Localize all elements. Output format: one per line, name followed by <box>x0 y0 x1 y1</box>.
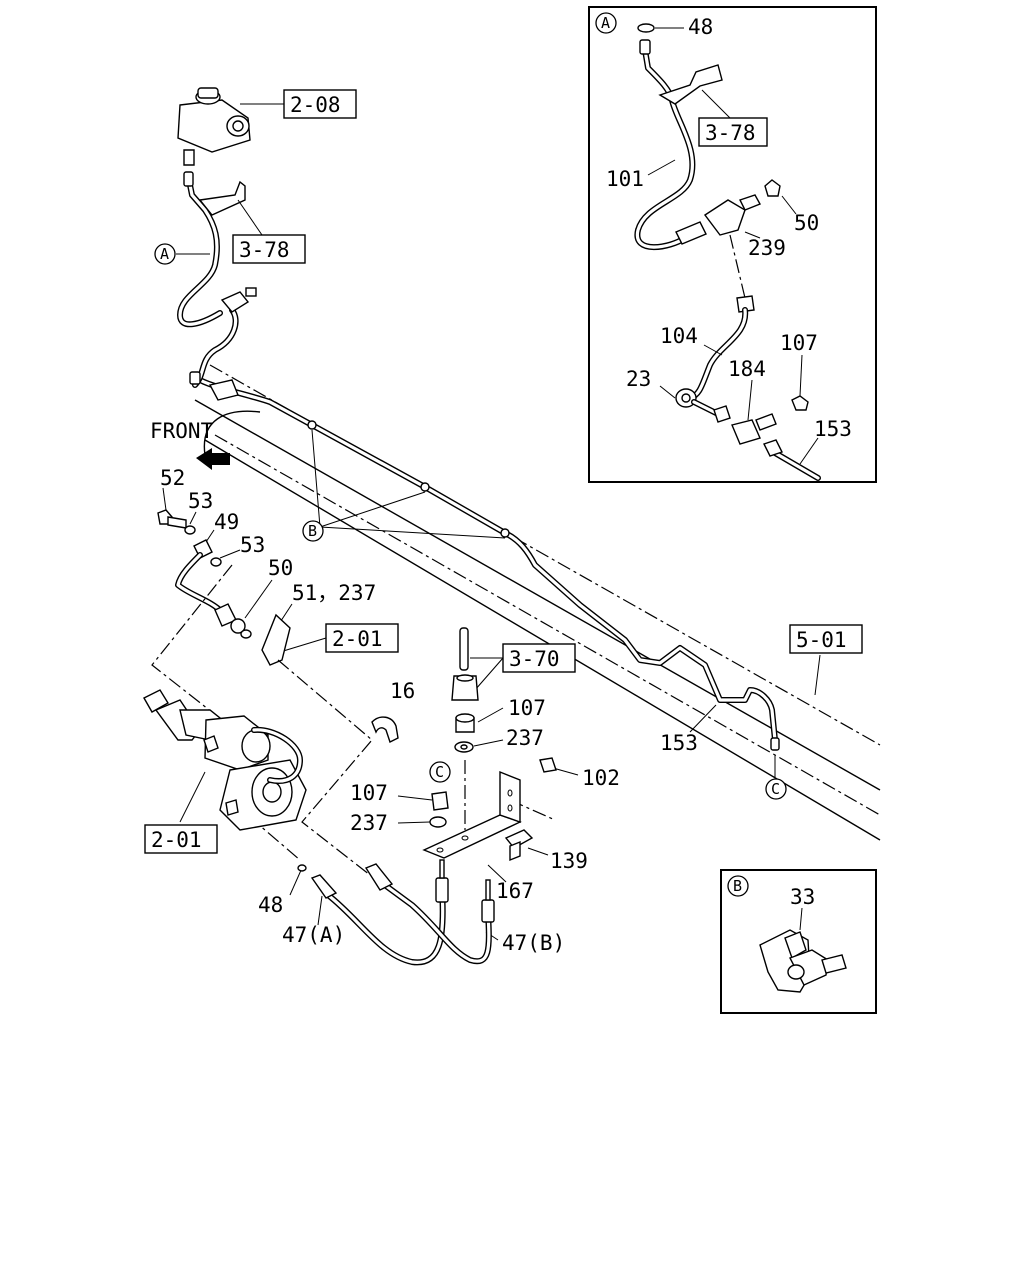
inset-part-104: 104 <box>660 324 698 348</box>
part-51-237: 51，237 <box>292 581 376 605</box>
leader-lines <box>162 103 821 941</box>
ref-3-70: 3-70 <box>509 647 560 671</box>
front-indicator: FRONT <box>150 419 230 470</box>
ref-3-78-main: 3-78 <box>239 238 290 262</box>
clutch-reservoir <box>177 87 251 166</box>
inset-part-50: 50 <box>794 211 819 235</box>
callout-b-main: B <box>302 520 324 542</box>
part-107-a: 107 <box>508 696 546 720</box>
part-16: 16 <box>390 679 415 703</box>
brake-line-main <box>197 377 780 751</box>
front-arrow-icon <box>196 448 230 470</box>
part-48: 48 <box>258 893 283 917</box>
bracket-167 <box>422 757 557 862</box>
clip-16 <box>371 716 399 743</box>
fitting-stack <box>157 509 291 666</box>
callout-c-frame: C <box>765 778 787 800</box>
callout-a-main: A <box>154 243 176 265</box>
part-107-b: 107 <box>350 781 388 805</box>
svg-text:B: B <box>733 877 742 895</box>
part-47a: 47(A) <box>282 923 345 947</box>
inset-part-107: 107 <box>780 331 818 355</box>
ref-2-08: 2-08 <box>290 93 341 117</box>
inset-part-33: 33 <box>790 885 815 909</box>
part-237-a: 237 <box>506 726 544 750</box>
pin-stack <box>451 627 479 753</box>
part-237-b: 237 <box>350 811 388 835</box>
svg-text:A: A <box>160 245 169 263</box>
clutch-slave-cylinder <box>143 689 307 831</box>
inset-part-184: 184 <box>728 357 766 381</box>
part-139: 139 <box>550 849 588 873</box>
inset-part-239: 239 <box>748 236 786 260</box>
inset-ref-3-78: 3-78 <box>705 121 756 145</box>
part-52: 52 <box>160 466 185 490</box>
part-167: 167 <box>496 879 534 903</box>
ref-2-01-bracket: 2-01 <box>332 627 383 651</box>
ref-5-01: 5-01 <box>796 628 847 652</box>
inset-part-101: 101 <box>606 167 644 191</box>
part-53-a: 53 <box>188 489 213 513</box>
part-49: 49 <box>214 510 239 534</box>
ref-2-01-master: 2-01 <box>151 828 202 852</box>
inset-part-48: 48 <box>688 15 713 39</box>
part-47b: 47(B) <box>502 931 565 955</box>
part-153: 153 <box>660 731 698 755</box>
inset-part-153: 153 <box>814 417 852 441</box>
part-50: 50 <box>268 556 293 580</box>
svg-text:A: A <box>601 14 610 32</box>
svg-text:C: C <box>435 763 444 781</box>
front-label: FRONT <box>150 419 214 443</box>
part-53-b: 53 <box>240 533 265 557</box>
callout-c-bracket: C <box>429 761 451 783</box>
part-102: 102 <box>582 766 620 790</box>
inset-b: B 33 <box>720 869 877 1014</box>
svg-text:C: C <box>771 780 780 798</box>
upper-hose <box>177 171 257 401</box>
lower-hoses <box>297 859 495 966</box>
svg-text:B: B <box>308 522 317 540</box>
inset-a: A 48 3-78 101 50 239 104 23 <box>588 6 877 483</box>
inset-part-23: 23 <box>626 367 651 391</box>
